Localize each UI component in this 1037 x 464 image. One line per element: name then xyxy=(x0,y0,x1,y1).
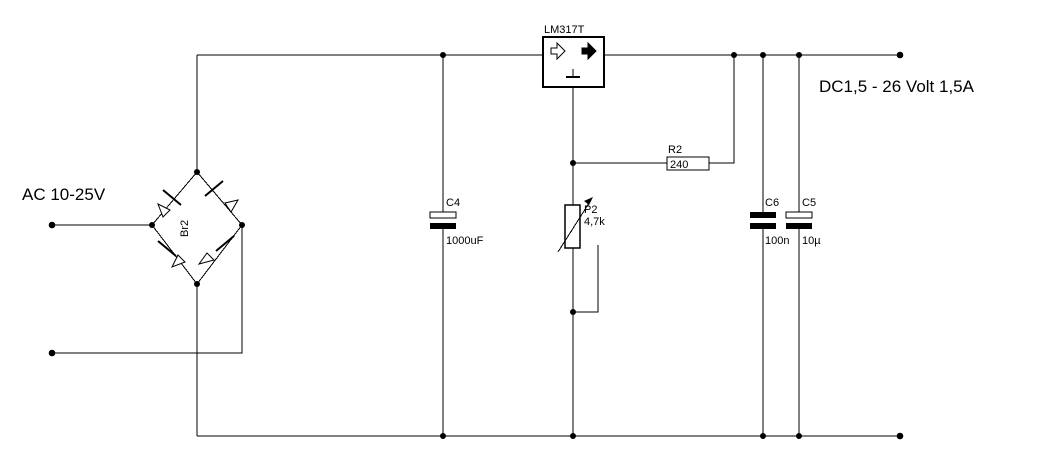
junction xyxy=(731,52,737,58)
capacitor-c6: C6 100n xyxy=(750,197,789,247)
junction xyxy=(760,433,766,439)
regulator-ref: LM317T xyxy=(544,24,585,36)
c6-value: 100n xyxy=(765,235,789,247)
terminal-dc-plus xyxy=(896,51,904,59)
hollow-arrow-right-icon xyxy=(550,41,566,61)
c4-value: 1000uF xyxy=(446,235,484,247)
junction xyxy=(796,433,802,439)
dc-output-label: DC1,5 - 26 Volt 1,5A xyxy=(819,77,975,96)
solid-arrow-right-icon xyxy=(581,41,597,61)
p2-value: 4,7k xyxy=(584,216,605,228)
bridge-ref: Br2 xyxy=(179,220,191,237)
junction xyxy=(570,433,576,439)
c5-ref: C5 xyxy=(802,197,816,209)
potentiometer-p2: P2 4,7k xyxy=(557,197,605,253)
ac-input-label: AC 10-25V xyxy=(22,185,106,204)
junction xyxy=(570,160,576,166)
junction xyxy=(760,52,766,58)
ground-icon xyxy=(566,69,580,78)
terminal-dc-minus xyxy=(896,432,904,440)
diode-icon xyxy=(204,180,240,213)
junction xyxy=(440,52,446,58)
wire-r2-right xyxy=(709,55,735,164)
diode-icon xyxy=(197,235,235,265)
terminal-ac-1 xyxy=(48,221,56,229)
wires xyxy=(52,54,900,437)
c5-value: 10µ xyxy=(802,235,821,247)
terminal-ac-2 xyxy=(48,349,56,357)
wire-wiper-return xyxy=(573,245,599,313)
c6-ref: C6 xyxy=(765,197,779,209)
resistor-r2: R2 240 xyxy=(666,144,710,171)
junction xyxy=(796,52,802,58)
r2-ref: R2 xyxy=(668,144,682,156)
junction xyxy=(570,309,576,315)
regulator-lm317t: LM317T xyxy=(542,24,605,88)
wire-ac-in-2 xyxy=(52,225,243,354)
junction xyxy=(440,433,446,439)
diode-icon xyxy=(157,240,186,268)
r2-value: 240 xyxy=(670,159,688,171)
c4-ref: C4 xyxy=(446,197,460,209)
capacitor-c4: C4 1000uF xyxy=(429,197,484,247)
diode-icon xyxy=(157,189,182,218)
p2-ref: P2 xyxy=(584,204,597,216)
capacitor-c5: C5 10µ xyxy=(785,197,821,247)
arrow-icon xyxy=(584,197,593,205)
bridge-rectifier: Br2 xyxy=(151,171,243,285)
